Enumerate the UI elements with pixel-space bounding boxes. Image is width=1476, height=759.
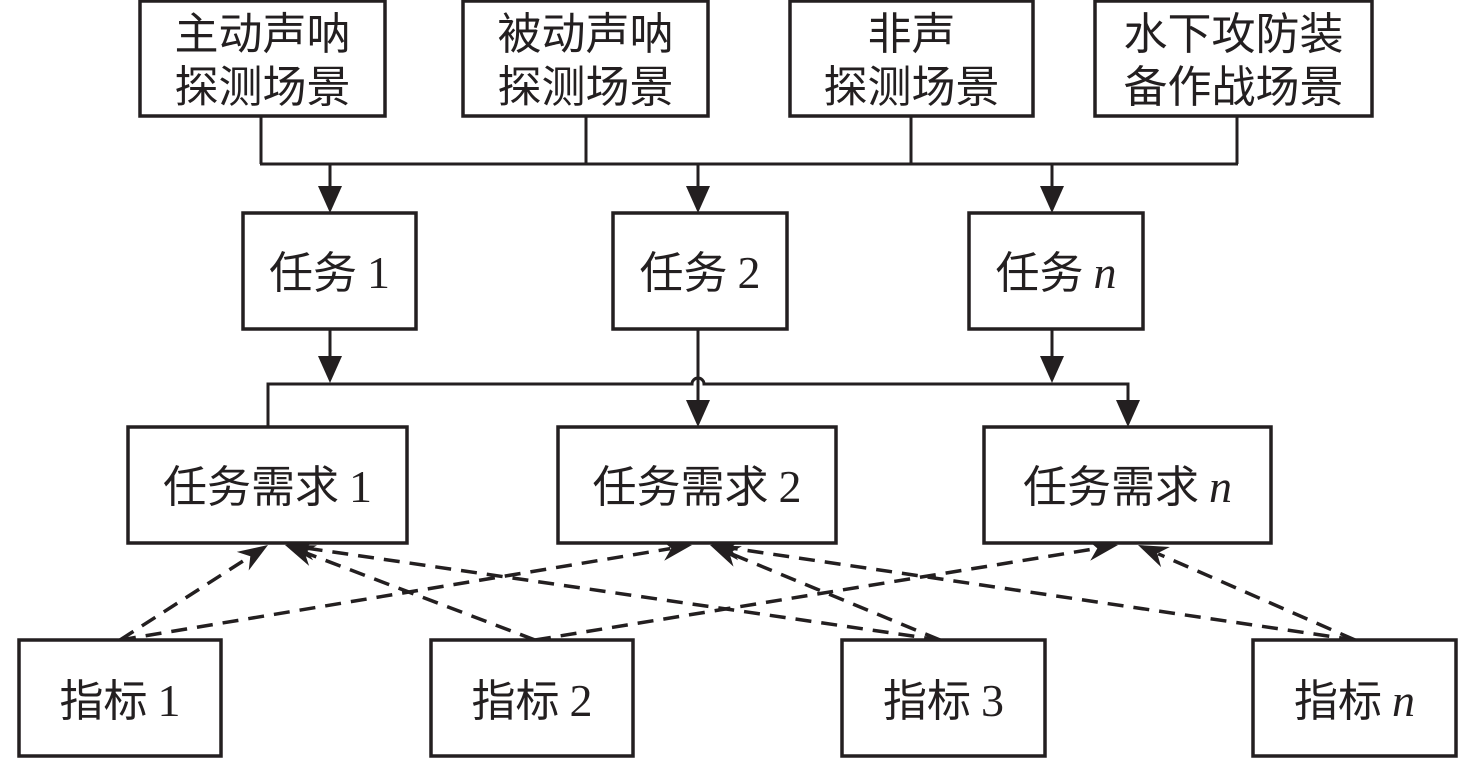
scenario-label-line1: 非声 xyxy=(868,9,956,60)
indicator-link-1-2 xyxy=(119,546,671,642)
req-2-arrow xyxy=(686,400,710,427)
indicator-label-index: 3 xyxy=(981,675,1004,726)
indicator-link-arrow-4-2 xyxy=(1138,545,1170,568)
scenario-node-passive-sonar: 被动声呐 探测场景 xyxy=(461,0,710,118)
indicator-label-prefix: 指标 xyxy=(60,676,148,727)
indicator-link-arrow-2-1 xyxy=(285,545,317,566)
indicator-link-4-2 xyxy=(1157,552,1356,642)
scenario-node-active-sonar: 主动声呐 探测场景 xyxy=(138,0,387,118)
task-n-out-arrow xyxy=(1040,356,1064,383)
task-label-index: 2 xyxy=(738,247,761,298)
indicator-link-2-1 xyxy=(304,551,536,642)
task-label-index: n xyxy=(1094,247,1117,298)
requirement-label-index: n xyxy=(1209,461,1232,512)
task-1-out-arrow xyxy=(318,356,342,383)
indicator-link-3-2 xyxy=(729,551,941,642)
scenario-bus xyxy=(259,116,1239,213)
req-n-arrow xyxy=(1116,400,1140,427)
indicator-link-arrow-3-2 xyxy=(710,545,742,567)
task-label-prefix: 任务 xyxy=(640,248,728,299)
task-bus xyxy=(266,329,1140,427)
task-1-arrow xyxy=(318,186,342,213)
indicator-link-3-1 xyxy=(306,546,941,642)
indicator-link-4-1 xyxy=(731,546,1356,642)
scenario-label-line1: 主动声呐 xyxy=(175,9,351,60)
indicator-links xyxy=(119,538,1356,642)
indicator-label-prefix: 指标 xyxy=(472,676,560,727)
requirement-label-index: 1 xyxy=(349,461,372,512)
indicator-label-prefix: 指标 xyxy=(883,676,971,727)
scenario-label-line1: 被动声呐 xyxy=(498,9,674,60)
task-n-arrow xyxy=(1040,186,1064,213)
scenario-node-underwater-combat: 水下攻防装 备作战场景 xyxy=(1093,0,1374,118)
requirement-label-prefix: 任务需求 xyxy=(593,462,769,513)
scenario-label-line2: 备作战场景 xyxy=(1124,62,1344,113)
requirement-label-prefix: 任务需求 xyxy=(163,462,339,513)
indicator-link-arrow-1-1 xyxy=(236,545,268,571)
requirement-label-prefix: 任务需求 xyxy=(1023,462,1199,513)
task-label-prefix: 任务 xyxy=(269,248,357,299)
scenario-label-line2: 探测场景 xyxy=(498,62,674,113)
task-label-index: 1 xyxy=(367,247,390,298)
indicator-label-index: 2 xyxy=(570,675,593,726)
indicator-link-2-2 xyxy=(534,546,1097,642)
task-2-arrow xyxy=(686,186,710,213)
indicator-label-prefix: 指标 xyxy=(1294,676,1382,727)
scenario-node-non-acoustic: 非声 探测场景 xyxy=(788,0,1035,118)
indicator-label-index: 1 xyxy=(158,675,181,726)
indicator-label-index: n xyxy=(1392,675,1415,726)
scenario-label-line2: 探测场景 xyxy=(824,62,1000,113)
scenario-label-line1: 水下攻防装 xyxy=(1124,9,1344,60)
requirement-label-index: 2 xyxy=(779,461,802,512)
task-label-prefix: 任务 xyxy=(996,248,1084,299)
scenario-label-line2: 探测场景 xyxy=(175,62,351,113)
